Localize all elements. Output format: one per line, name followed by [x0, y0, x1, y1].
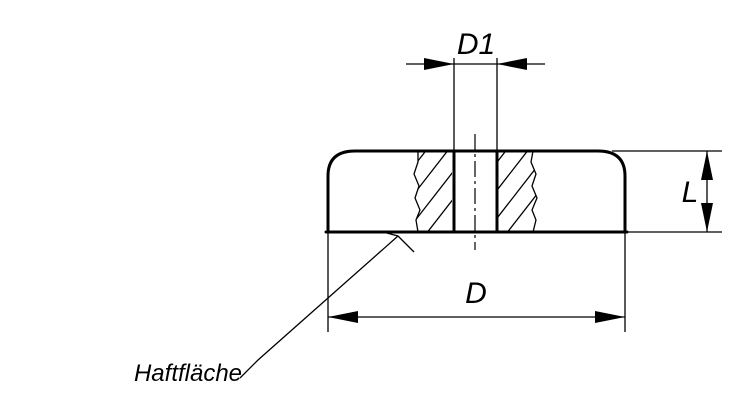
arrow-d-left	[328, 311, 358, 323]
surface-symbol	[382, 231, 415, 253]
label-l: L	[682, 176, 699, 209]
leader-line	[239, 235, 399, 379]
thread-wavy-edge-right	[530, 150, 538, 233]
dimension-d1: D1	[406, 28, 545, 151]
arrow-d1-left	[424, 58, 454, 70]
threaded-insert-left	[413, 149, 456, 234]
arrow-d-right	[595, 311, 625, 323]
label-d1: D1	[457, 28, 495, 61]
threaded-insert-right	[495, 149, 538, 234]
arrow-l-bottom	[701, 203, 713, 232]
magnet-body	[324, 149, 629, 234]
label-haftflaeche: Haftfläche	[134, 360, 242, 387]
magnet-body-outline	[326, 149, 627, 234]
dimension-d: D	[327, 232, 626, 332]
adhesive-surface-callout: Haftfläche	[134, 231, 415, 387]
thread-wavy-edge-left	[413, 151, 421, 233]
dimension-l: L	[612, 150, 722, 233]
arrow-l-top	[701, 151, 713, 180]
label-d: D	[465, 277, 487, 310]
arrow-d1-right	[497, 58, 527, 70]
